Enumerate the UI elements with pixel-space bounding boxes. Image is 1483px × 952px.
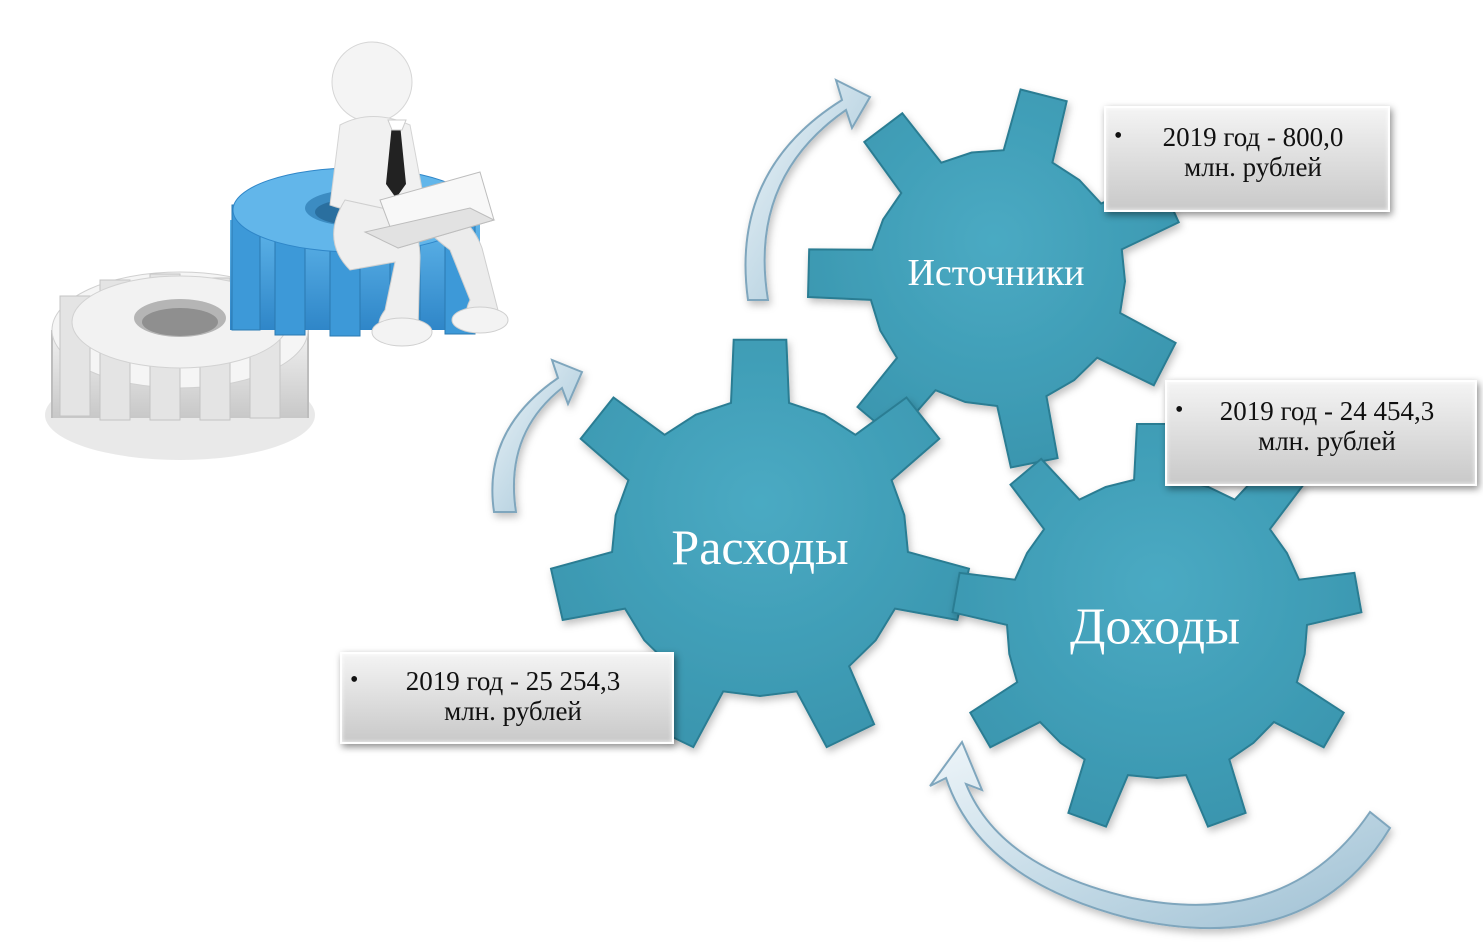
person-with-laptop-on-gears-icon [45, 41, 509, 460]
grey-gear-icon [45, 271, 315, 460]
curved-arrow-icon [744, 78, 872, 301]
gear-label-expenses: Расходы [671, 519, 849, 575]
curved-arrow-icon [491, 358, 584, 513]
callout-expenses-line1: 2019 год - 25 254,3 [405, 666, 621, 696]
callout-revenues: • 2019 год - 24 454,3 млн. рублей [1165, 380, 1477, 486]
callout-revenues-line2: млн. рублей [1258, 426, 1396, 456]
callout-expenses-line2: млн. рублей [444, 696, 582, 726]
callout-sources: • 2019 год - 800,0 млн. рублей [1104, 106, 1390, 212]
callout-revenues-line1: 2019 год - 24 454,3 [1219, 396, 1435, 426]
gear-label-sources: Источники [907, 252, 1085, 294]
gear-expenses [549, 338, 971, 749]
gears-group [549, 88, 1363, 828]
callout-sources-line2: млн. рублей [1184, 152, 1322, 182]
bullet-icon: • [1114, 123, 1123, 149]
person-figure-icon [329, 41, 509, 347]
bullet-icon: • [1175, 397, 1184, 423]
cycle-arrows [491, 78, 1392, 930]
gear-sources [806, 88, 1181, 469]
curved-arrow-icon [929, 739, 1392, 930]
callout-expenses: • 2019 год - 25 254,3 млн. рублей [340, 652, 674, 744]
gear-label-revenues: Доходы [1069, 598, 1241, 656]
bullet-icon: • [350, 667, 359, 693]
callout-sources-line1: 2019 год - 800,0 [1162, 122, 1344, 152]
